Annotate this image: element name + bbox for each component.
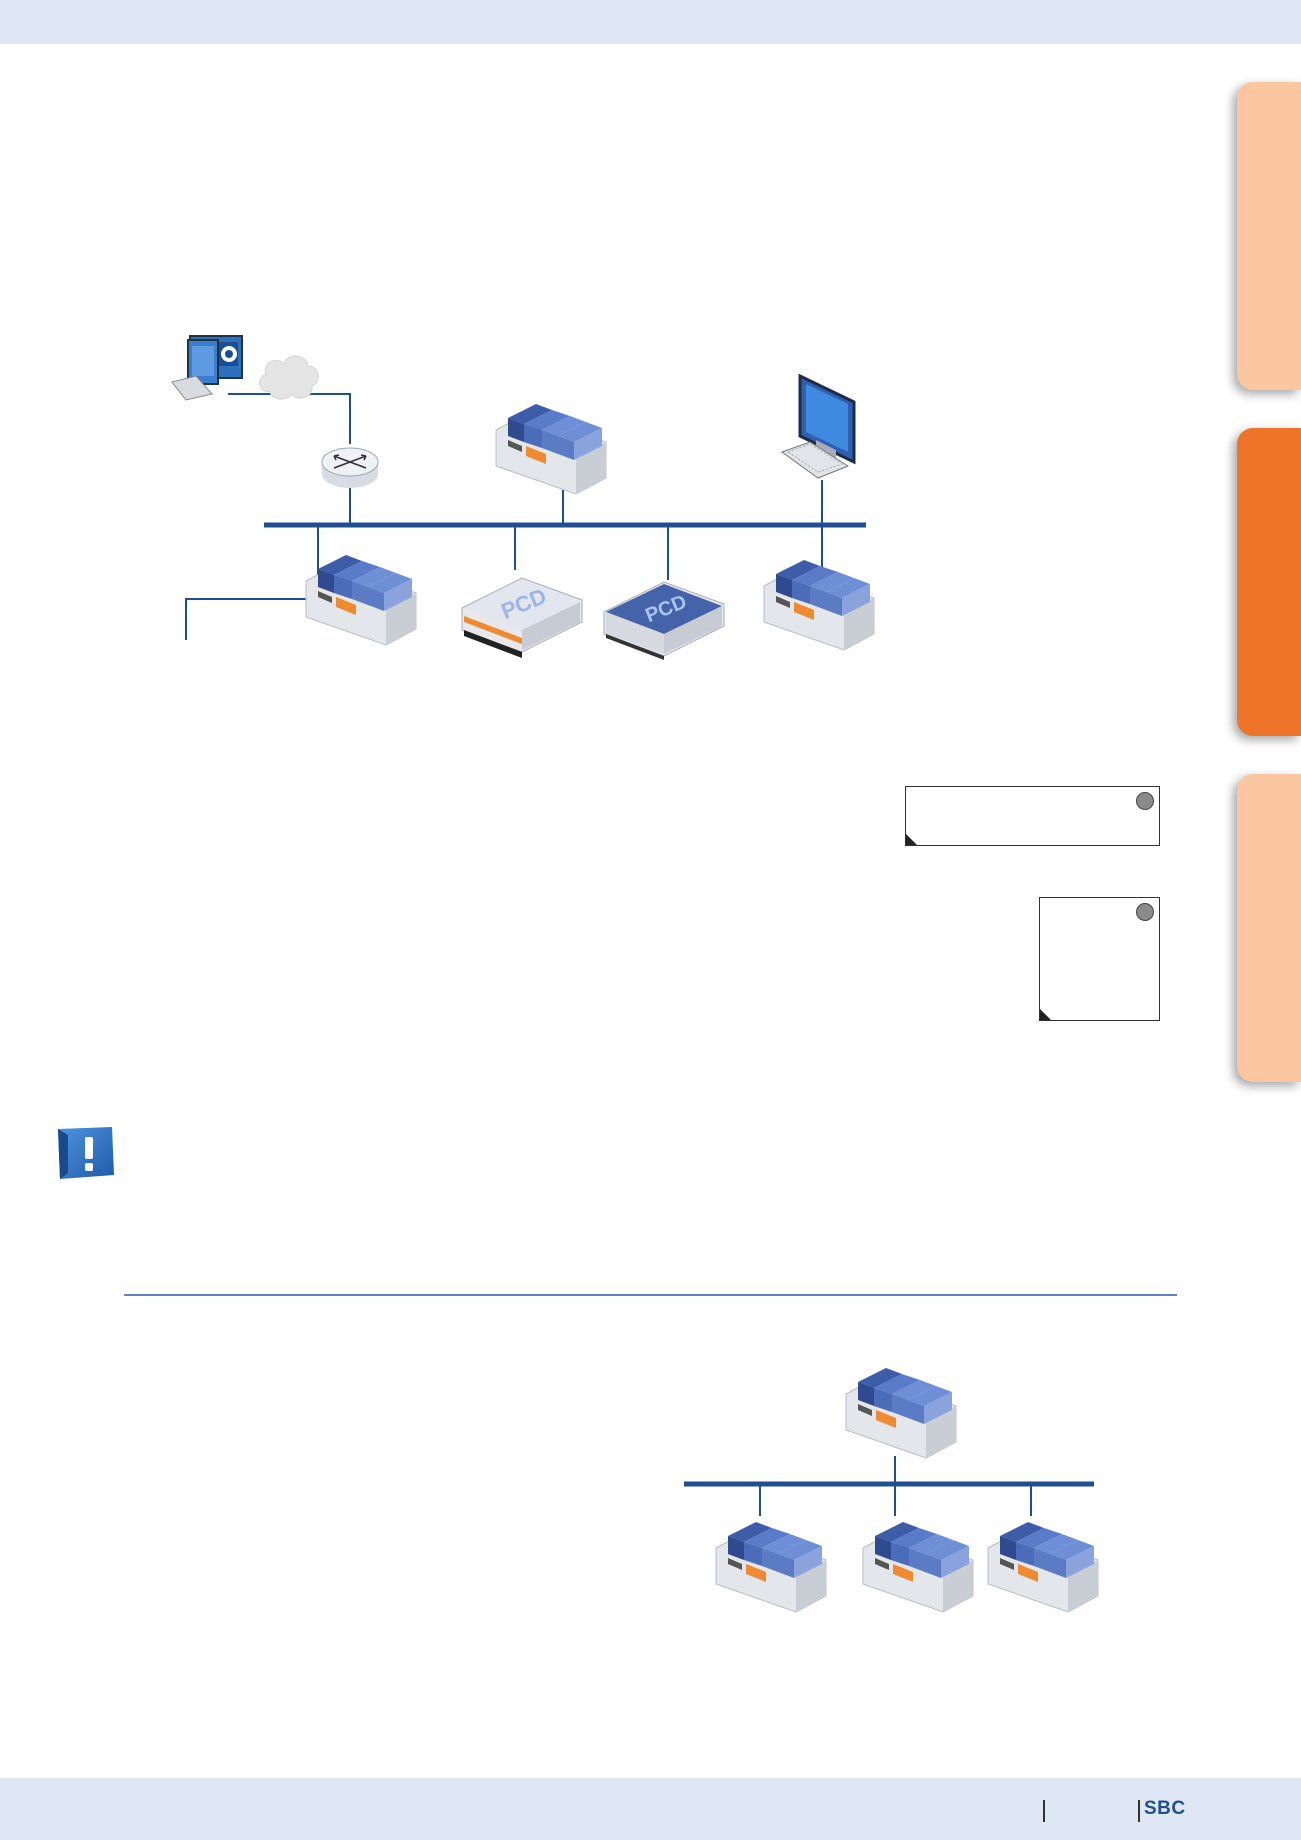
header-band — [0, 0, 1301, 44]
note-corner-mark — [1040, 1009, 1051, 1020]
footer-separator — [1138, 1800, 1140, 1822]
router-icon — [321, 447, 379, 488]
plc-device-icon — [305, 554, 417, 646]
pcd-panel-device-icon — [603, 581, 725, 661]
note-dot-icon — [1136, 903, 1154, 921]
chapter-tab-3[interactable] — [1237, 774, 1301, 1082]
plc-device-icon — [987, 1521, 1099, 1613]
note-box-square — [1039, 897, 1160, 1021]
plc-device-icon — [845, 1367, 957, 1459]
workstation-icon — [780, 373, 856, 479]
cloud-icon — [259, 355, 319, 400]
exclamation-icon — [58, 1127, 114, 1179]
chapter-tab-2-active[interactable] — [1237, 428, 1301, 736]
plc-device-icon — [715, 1521, 827, 1613]
section-divider — [124, 1294, 1177, 1296]
remote-workstation-icon — [171, 335, 243, 401]
footer-separator — [1043, 1800, 1045, 1822]
plc-device-icon — [763, 559, 875, 651]
footer-band — [0, 1778, 1301, 1840]
footer-brand: SBC — [1144, 1798, 1186, 1819]
note-dot-icon — [1136, 792, 1154, 810]
chapter-tab-1[interactable] — [1237, 82, 1301, 390]
plc-device-icon — [862, 1521, 974, 1613]
note-box-wide — [905, 786, 1160, 846]
pcd-panel-device-icon — [461, 577, 583, 659]
note-corner-mark — [906, 834, 917, 845]
plc-device-icon — [495, 403, 607, 495]
